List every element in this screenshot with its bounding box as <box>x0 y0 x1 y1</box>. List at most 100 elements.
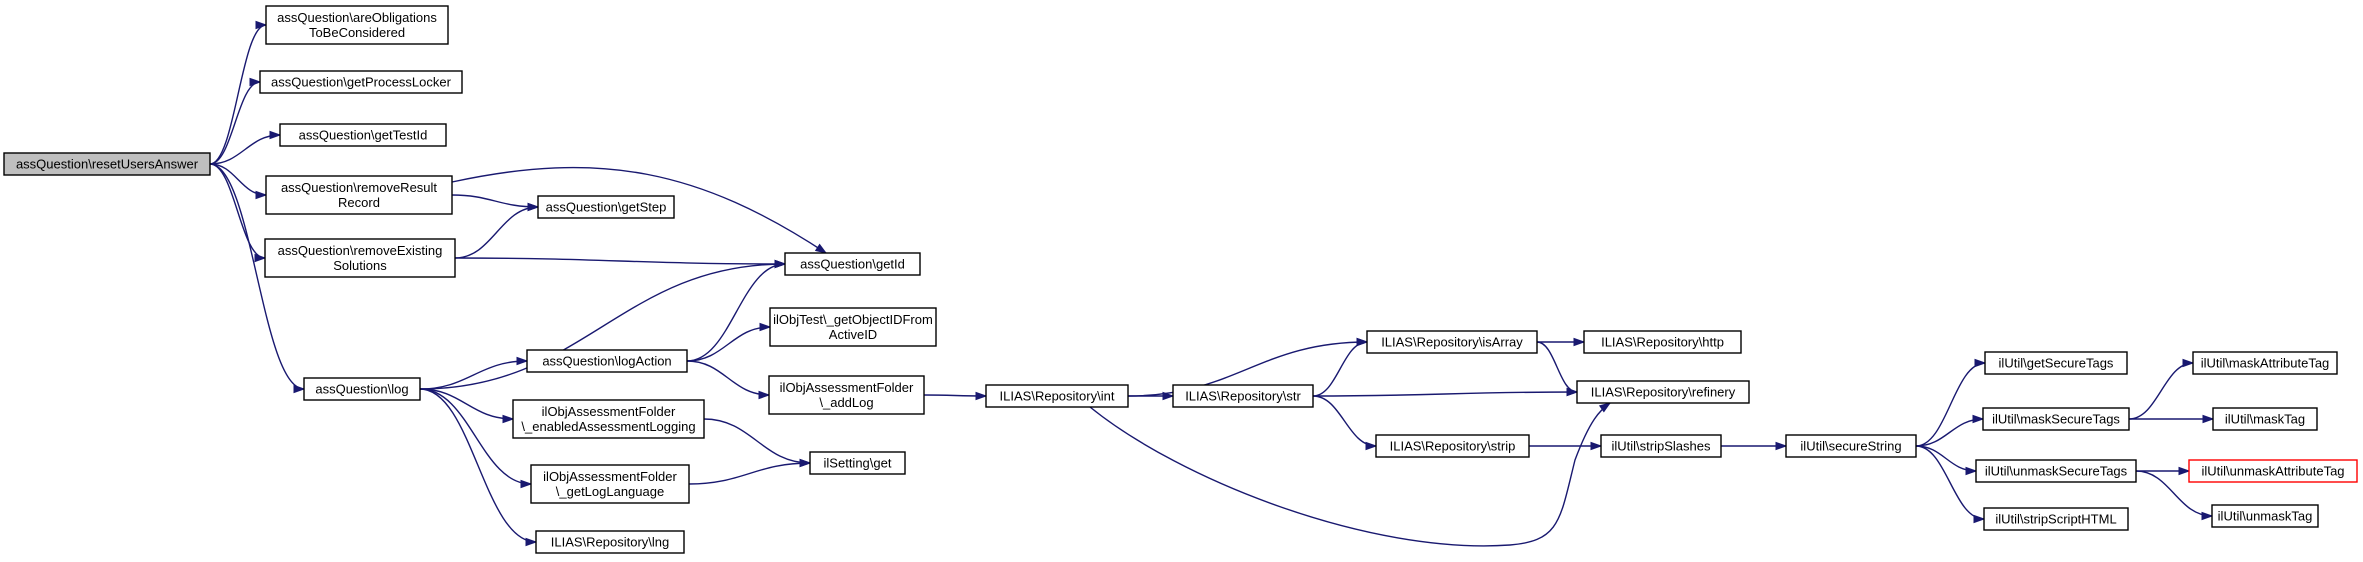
node-box <box>1375 434 1530 458</box>
node-unmaskAttributeTag[interactable]: ilUtil\unmaskAttributeTag <box>2188 459 2358 483</box>
node-unmaskTag[interactable]: ilUtil\unmaskTag <box>2211 504 2319 528</box>
node-label: \_getLogLanguage <box>556 484 664 499</box>
node-maskSecureTags[interactable]: ilUtil\maskSecureTags <box>1982 407 2130 431</box>
node-label: \_addLog <box>819 395 873 410</box>
node-box <box>1366 330 1538 354</box>
edge-arrowhead <box>814 243 828 254</box>
edge-maskSecureTags-to-maskTag <box>2129 414 2215 424</box>
edge-arrowhead <box>975 391 988 401</box>
nodes-layer: assQuestion\resetUsersAnswer assQuestion\… <box>3 5 2358 554</box>
edge-isArray-to-refinery <box>1536 341 1579 397</box>
node-box <box>1975 459 2137 483</box>
edge-arrowhead <box>516 356 529 366</box>
edge-resetUsersAnswer-to-removeResultRecord <box>209 163 268 200</box>
edge-line <box>1312 341 1368 397</box>
node-str[interactable]: ILIAS\Repository\str <box>1172 384 1314 408</box>
node-box <box>2188 459 2358 483</box>
edge-line <box>209 134 281 165</box>
node-label: assQuestion\getProcessLocker <box>271 75 452 90</box>
edge-line <box>451 194 539 208</box>
node-lng[interactable]: ILIAS\Repository\lng <box>535 530 685 554</box>
edge-line <box>454 257 786 265</box>
node-label: ILIAS\Repository\strip <box>1390 439 1516 454</box>
edge-line <box>1312 395 1377 447</box>
node-stripSlashes[interactable]: ilUtil\stripSlashes <box>1600 434 1722 458</box>
node-box <box>535 530 685 554</box>
edge-line <box>1312 391 1578 397</box>
node-box <box>303 377 421 401</box>
edge-line <box>688 462 811 485</box>
edge-arrowhead <box>502 414 515 424</box>
node-label: ilObjAssessmentFolder <box>542 404 676 419</box>
node-label: ilUtil\stripScriptHTML <box>1995 512 2116 527</box>
node-getLogLanguage[interactable]: ilObjAssessmentFolder\_getLogLanguage <box>530 464 690 504</box>
node-unmaskSecureTags[interactable]: ilUtil\unmaskSecureTags <box>1975 459 2137 483</box>
node-label: assQuestion\removeExisting <box>278 243 443 258</box>
node-getId[interactable]: assQuestion\getId <box>784 252 921 276</box>
edge-unmaskSecureTags-to-unmaskAttributeTag <box>2136 466 2191 476</box>
edge-arrowhead <box>1356 337 1369 347</box>
node-getStep[interactable]: assQuestion\getStep <box>537 195 675 219</box>
node-http[interactable]: ILIAS\Repository\http <box>1583 330 1742 354</box>
node-label: assQuestion\removeResult <box>281 180 437 195</box>
edge-secureString-to-unmaskSecureTags <box>1915 445 1978 476</box>
node-box <box>2212 407 2318 431</box>
node-box <box>1576 380 1750 404</box>
node-getProcessLocker[interactable]: assQuestion\getProcessLocker <box>259 70 463 94</box>
edge-enabledAssessmentLogging-to-settingGet <box>703 418 812 468</box>
node-log[interactable]: assQuestion\log <box>303 377 421 401</box>
edge-secureString-to-getSecureTags <box>1915 358 1987 447</box>
edge-stripSlashes-to-secureString <box>1720 441 1788 451</box>
node-secureString[interactable]: ilUtil\secureString <box>1785 434 1917 458</box>
edge-str-to-refinery <box>1312 387 1579 397</box>
edge-line <box>1536 341 1578 393</box>
node-maskTag[interactable]: ilUtil\maskTag <box>2212 407 2318 431</box>
node-isArray[interactable]: ILIAS\Repository\isArray <box>1366 330 1538 354</box>
node-getTestId[interactable]: assQuestion\getTestId <box>279 123 447 147</box>
edge-arrowhead <box>249 77 262 87</box>
edge-line <box>419 360 528 390</box>
edge-arrowhead <box>1590 441 1603 451</box>
node-enabledAssessmentLogging[interactable]: ilObjAssessmentFolder\_enabledAssessment… <box>512 399 705 439</box>
node-logAction[interactable]: assQuestion\logAction <box>526 349 688 373</box>
node-getSecureTags[interactable]: ilUtil\getSecureTags <box>1984 351 2128 375</box>
edge-logAction-to-getObjectIDFromActiveID <box>686 322 772 362</box>
edge-resetUsersAnswer-to-log <box>209 163 306 394</box>
node-label: ILIAS\Repository\isArray <box>1381 335 1523 350</box>
node-box <box>3 152 211 176</box>
edge-logAction-to-getId <box>686 259 787 362</box>
node-box <box>784 252 921 276</box>
node-strip[interactable]: ILIAS\Repository\strip <box>1375 434 1530 458</box>
edge-log-to-enabledAssessmentLogging <box>419 388 515 424</box>
node-box <box>537 195 675 219</box>
node-box <box>512 399 705 439</box>
node-settingGet[interactable]: ilSetting\get <box>809 451 906 475</box>
edges-layer <box>209 20 2215 547</box>
edge-arrowhead <box>255 190 268 200</box>
node-label: ilObjAssessmentFolder <box>780 380 914 395</box>
node-stripScriptHTML[interactable]: ilUtil\stripScriptHTML <box>1983 507 2129 531</box>
edge-removeExistingSolutions-to-getStep <box>454 202 540 259</box>
node-label: ilUtil\getSecureTags <box>1999 356 2114 371</box>
node-refinery[interactable]: ILIAS\Repository\refinery <box>1576 380 1750 404</box>
edge-arrowhead <box>2201 511 2214 521</box>
edge-line <box>1915 362 1986 447</box>
node-resetUsersAnswer[interactable]: assQuestion\resetUsersAnswer <box>3 152 211 176</box>
edge-resetUsersAnswer-to-removeExistingSolutions <box>209 163 267 263</box>
node-box <box>279 123 447 147</box>
node-maskAttributeTag[interactable]: ilUtil\maskAttributeTag <box>2192 351 2338 375</box>
node-addLog[interactable]: ilObjAssessmentFolder\_addLog <box>768 375 925 415</box>
edge-resetUsersAnswer-to-getTestId <box>209 130 282 165</box>
edge-resetUsersAnswer-to-getProcessLocker <box>209 77 262 165</box>
edge-addLog-to-int <box>923 391 988 401</box>
edge-arrowhead <box>799 458 812 468</box>
edge-line <box>419 263 786 390</box>
edge-arrowhead <box>269 130 282 140</box>
node-label: ilUtil\maskSecureTags <box>1992 412 2120 427</box>
node-label: assQuestion\getTestId <box>299 128 428 143</box>
node-int[interactable]: ILIAS\Repository\int <box>985 384 1129 408</box>
